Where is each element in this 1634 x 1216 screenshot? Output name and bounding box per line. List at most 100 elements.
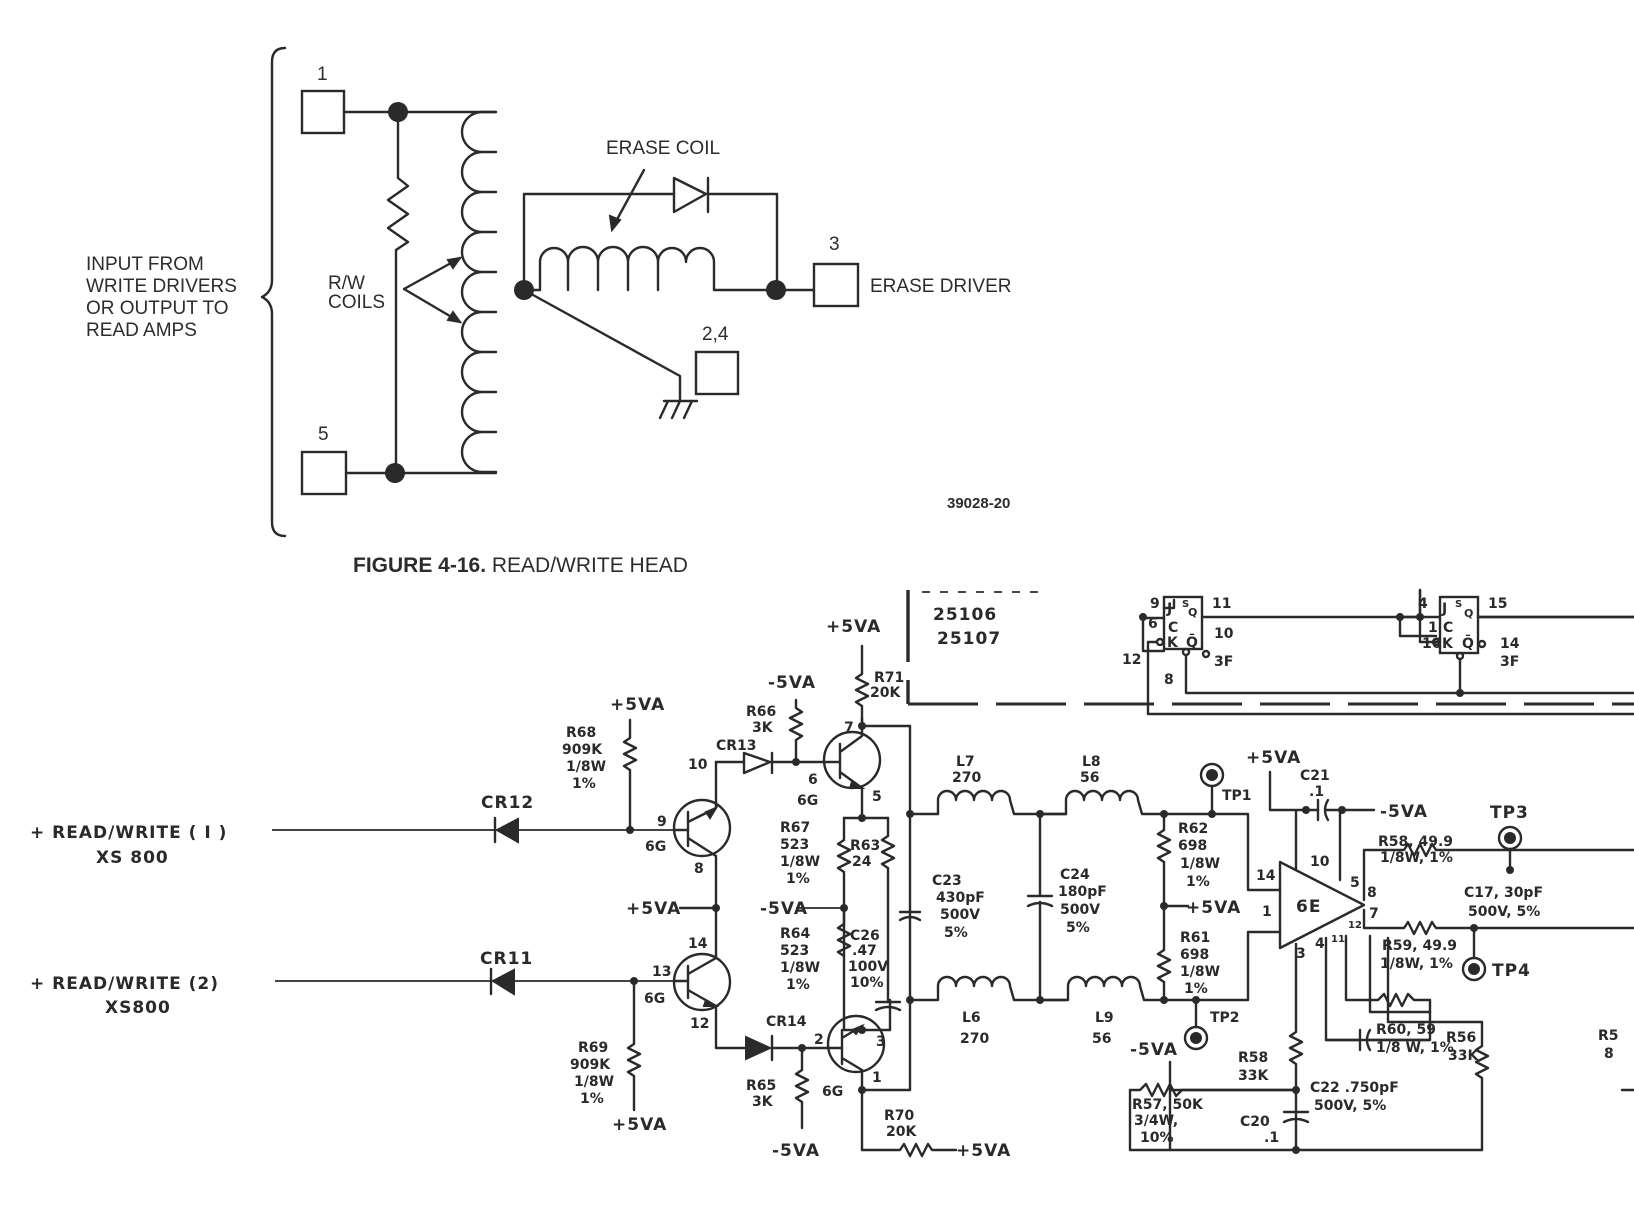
ff-pin-8: 8: [1164, 672, 1174, 688]
amp-pin-3: 3: [1296, 946, 1306, 962]
ff-pin-12: 12: [1122, 652, 1141, 668]
rw-coils-label-2: COILS: [328, 292, 385, 313]
l8-value: 56: [1080, 770, 1099, 786]
pin-1-terminal: [300, 89, 346, 135]
bus-wire: [860, 724, 912, 1092]
amplifier-6e-icon: [1278, 860, 1366, 950]
ff-pin-10: 10: [1214, 626, 1234, 642]
r65-value: 3K: [752, 1094, 774, 1110]
r67-rail-label: -5VA: [760, 899, 808, 919]
c23-value: 430pF: [936, 890, 985, 906]
transistor-q-lower-right: 2 3 1 6G: [814, 1014, 886, 1100]
tp1-label: TP1: [1222, 788, 1252, 804]
c20-value: .1: [1264, 1130, 1279, 1146]
q-loc: 6G: [797, 793, 818, 809]
figure-caption: FIGURE 4-16. READ/WRITE HEAD: [353, 554, 688, 577]
r60-name: R60, 59: [1376, 1022, 1436, 1038]
cr12-diode-icon: [494, 817, 519, 844]
r58-33k-value: 33K: [1238, 1068, 1269, 1084]
ff2-pin-14: 14: [1500, 636, 1520, 652]
r61-value: 698: [1180, 947, 1209, 963]
r64-resistor: [836, 906, 852, 958]
side-label-1: INPUT FROM: [86, 254, 204, 275]
l9-name: L9: [1095, 1010, 1114, 1026]
r67-name: R67: [780, 820, 810, 836]
r64-tol: 1%: [786, 977, 810, 993]
ff2-pin-15: 15: [1488, 596, 1507, 612]
r64-watt: 1/8W: [780, 960, 820, 976]
r60-spec: 1/8 W, 1%: [1376, 1040, 1454, 1056]
r67-watt: 1/8W: [780, 854, 820, 870]
r70-name: R70: [884, 1108, 915, 1124]
r57-watt: 3/4W,: [1134, 1113, 1178, 1129]
r62-watt: 1/8W: [1180, 856, 1220, 872]
r65-resistor: [794, 1046, 810, 1130]
svg-text:S: S: [1182, 599, 1189, 610]
r65-name: R65: [746, 1078, 776, 1094]
c22-capacitor: [1358, 1028, 1372, 1052]
diode-branch-wire: [522, 192, 779, 292]
c21-value: .1: [1309, 784, 1324, 800]
part-number-2: 25107: [937, 629, 1001, 649]
c24-tol: 5%: [1066, 920, 1090, 936]
r69-watt: 1/8W: [574, 1074, 614, 1090]
c24-name: C24: [1060, 867, 1090, 883]
r70-value: 20K: [886, 1124, 917, 1140]
r66-resistor: [788, 698, 804, 764]
ff-pin-9: 9: [1150, 596, 1160, 612]
r58-output-name: R58, 49.9: [1378, 834, 1453, 850]
r68-name: R68: [566, 725, 596, 741]
r70-resistor: [860, 1088, 958, 1158]
amp-pin-5: 5: [1350, 875, 1360, 891]
svg-text:K: K: [1167, 635, 1179, 651]
r57-name: R57, 50K: [1132, 1097, 1204, 1113]
l7-name: L7: [956, 754, 975, 770]
transistor-q-lower-left: 13 14 12 6G: [644, 906, 748, 1050]
l9-value: 56: [1092, 1031, 1111, 1047]
l8-name: L8: [1082, 754, 1101, 770]
c26-value: .47: [852, 943, 877, 959]
caption-rest: READ/WRITE HEAD: [486, 554, 688, 577]
amp-pin-11: 11: [1331, 934, 1345, 945]
r67-tol: 1%: [786, 871, 810, 887]
r69-rail-label: +5VA: [612, 1115, 667, 1135]
svg-text:S: S: [1455, 599, 1462, 610]
arrow-head-icon: [446, 310, 463, 324]
pin-1-label: 1: [317, 64, 328, 85]
c26-capacitor: [874, 1000, 902, 1012]
tp3-label: TP3: [1490, 803, 1529, 823]
cr11-label: CR11: [480, 949, 533, 969]
amp-pin-10: 10: [1310, 854, 1330, 870]
q-pin-12: 12: [690, 1016, 709, 1032]
arrow-head-icon: [608, 214, 622, 233]
input-1-label: + READ/WRITE ( I ): [30, 823, 227, 843]
svg-text:Q: Q: [1188, 606, 1197, 619]
part-number-1: 25106: [933, 605, 997, 625]
r62-mid-rail-label: +5VA: [1186, 898, 1241, 918]
svg-text:K: K: [1442, 636, 1454, 652]
tp2-icon: [1183, 1025, 1209, 1051]
r69-resistor: [626, 979, 642, 1112]
q-pin-13: 13: [652, 964, 671, 980]
svg-text:J: J: [1441, 601, 1447, 617]
amplifier-label: 6E: [1296, 897, 1321, 917]
erase-coil-pointer: [612, 168, 646, 227]
cr13-diode-icon: [714, 751, 826, 775]
input-2-connector: XS800: [105, 998, 171, 1018]
amp-pin-1: 1: [1262, 904, 1272, 920]
pin-3-terminal: [812, 262, 860, 308]
c26-tol: 10%: [850, 975, 884, 991]
r69-name: R69: [578, 1040, 608, 1056]
r69-tol: 1%: [580, 1091, 604, 1107]
c23-tol: 5%: [944, 925, 968, 941]
c23-voltage: 500V: [940, 907, 980, 923]
c23-name: C23: [932, 873, 962, 889]
r71-value: 20K: [870, 685, 901, 701]
c26-voltage: 100V: [848, 959, 888, 975]
r56-loop: [1168, 936, 1490, 1152]
q-pin-5: 5: [872, 789, 882, 805]
amp-pin-4: 4: [1315, 936, 1325, 952]
svg-text:C: C: [1443, 620, 1453, 636]
